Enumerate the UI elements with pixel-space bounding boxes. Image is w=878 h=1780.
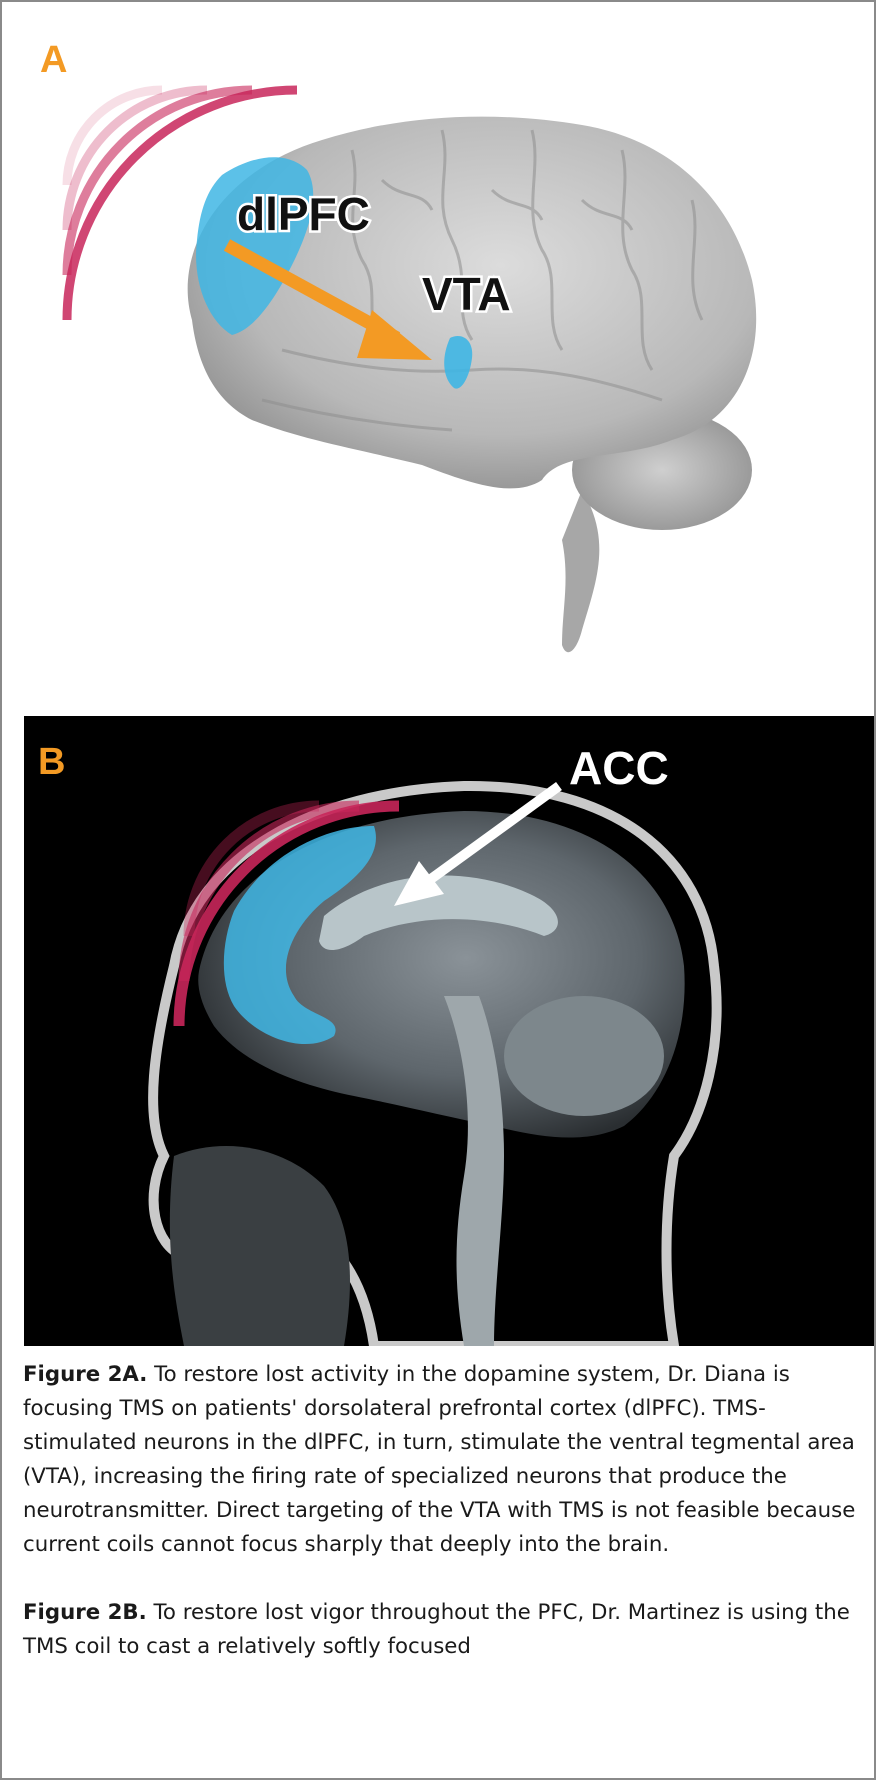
figure-2b-image: B ACC: [24, 716, 874, 1346]
caption-2a-text: To restore lost activity in the dopamine…: [23, 1362, 855, 1557]
panel-letter-b: B: [38, 741, 65, 783]
label-acc: ACC: [569, 742, 669, 794]
caption-2a-heading: Figure 2A.: [23, 1362, 147, 1387]
figure-2a-image: A dlPFC VTA: [22, 20, 872, 700]
label-vta: VTA: [422, 268, 511, 320]
caption-2b-heading: Figure 2B.: [23, 1600, 147, 1625]
caption-2b: Figure 2B. To restore lost vigor through…: [23, 1596, 869, 1664]
panel-letter-a: A: [40, 39, 67, 81]
caption-2b-text: To restore lost vigor throughout the PFC…: [23, 1600, 850, 1659]
cerebellum-mri: [504, 996, 664, 1116]
label-dlpfc: dlPFC: [237, 188, 370, 240]
caption-2a: Figure 2A. To restore lost activity in t…: [23, 1358, 869, 1562]
figure-captions: Figure 2A. To restore lost activity in t…: [23, 1358, 869, 1698]
brainstem-shape: [562, 490, 599, 652]
